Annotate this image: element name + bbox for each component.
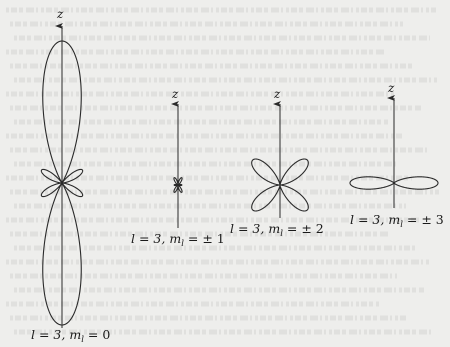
z-axis-label-m0: z xyxy=(57,7,64,21)
z-axis-label-m3: z xyxy=(388,81,395,95)
orbital-label-m3: l = 3, ml = ± 3 xyxy=(350,212,444,231)
orbital-label-m2: l = 3, ml = ± 2 xyxy=(230,221,324,240)
z-axis-label-m1: z xyxy=(172,87,179,101)
orbital-label-m1: l = 3, ml = ± 1 xyxy=(131,231,225,250)
orbital-m2-lobes xyxy=(251,158,309,212)
orbital-label-m0: l = 3, ml = 0 xyxy=(31,327,111,346)
z-axis-label-m2: z xyxy=(274,87,281,101)
orbital-m0-lobes xyxy=(40,40,84,326)
orbital-m1-lobes xyxy=(173,177,183,193)
orbital-m3-lobes xyxy=(349,176,439,190)
